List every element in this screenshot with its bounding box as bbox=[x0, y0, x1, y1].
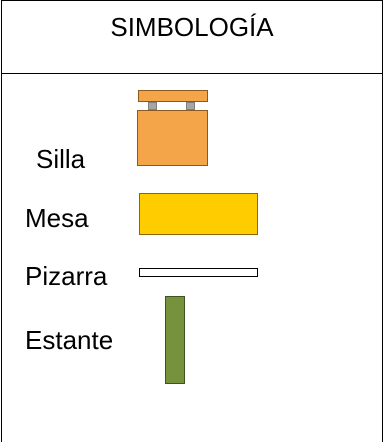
shelf-label: Estante bbox=[25, 325, 114, 355]
board-shape bbox=[139, 268, 258, 277]
chair-label: Silla bbox=[36, 144, 86, 174]
table-shape bbox=[139, 193, 258, 235]
legend-title: SIMBOLOGÍA bbox=[110, 12, 274, 42]
chair-leg-right-shape bbox=[186, 102, 195, 110]
chair-backrest-shape bbox=[138, 90, 208, 102]
legend-header: SIMBOLOGÍA bbox=[2, 1, 382, 74]
chair-seat-shape bbox=[137, 110, 208, 166]
table-label: Mesa bbox=[25, 203, 89, 233]
shelf-shape bbox=[165, 296, 185, 384]
chair-leg-left-shape bbox=[148, 102, 157, 110]
board-label: Pizarra bbox=[25, 261, 108, 291]
